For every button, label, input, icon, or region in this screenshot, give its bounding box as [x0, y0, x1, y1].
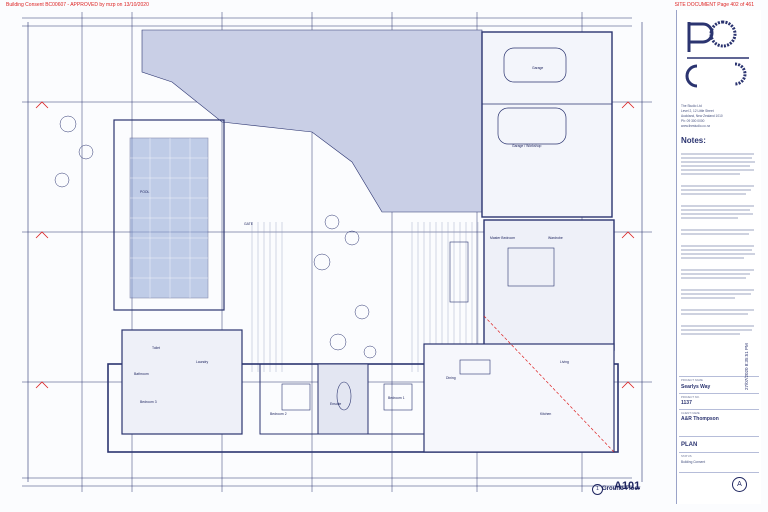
company-line-2: Level 2, 12 Little Street [681, 109, 714, 113]
room-label-garage-workshop: Garage / Workshop [512, 144, 542, 148]
company-line-5: www.thestudio.co.nz [681, 124, 711, 128]
site-document-stamp: SITE DOCUMENT Page 402 of 461 [674, 2, 754, 8]
room-label-bedroom-3: Bedroom 3 [140, 400, 157, 404]
room-label-dining: Dining [446, 376, 456, 380]
room-label-master-bedroom: Master Bedroom [490, 236, 516, 240]
drawing-title: PLAN [681, 442, 698, 448]
notes-heading: Notes: [681, 136, 706, 145]
room-label-gate: GATE [244, 222, 253, 226]
room-label-wardrobe: Wardrobe [548, 236, 563, 240]
status-value: Building Consent [681, 460, 706, 464]
revision-marker: A [732, 477, 747, 492]
pac-logo-icon [685, 20, 749, 88]
title-block: The Studio Ltd Level 2, 12 Little Street… [676, 10, 761, 504]
room-label-pool: POOL [140, 190, 150, 194]
project-name-label: PROJECT NAME [681, 378, 703, 382]
project-number: 1137 [681, 400, 692, 406]
room-label-toilet: Toilet [152, 346, 160, 350]
drawing-number: A101 [614, 480, 641, 492]
room-label-garage: Garage [532, 66, 544, 70]
floor-label: Ground Floor [602, 486, 641, 492]
approval-stamp: Building Consent BC00607 - APPROVED by m… [6, 2, 149, 8]
client-label: CLIENT NAME [681, 411, 700, 415]
company-line-4: Ph: 09 300 0000 [681, 119, 705, 123]
status-label: STATUS [681, 454, 692, 458]
room-label-laundry: Laundry [196, 360, 209, 364]
room-label-living: Living [560, 360, 569, 364]
project-name: Searlys Way [681, 384, 711, 390]
floor-number-marker: 1 [592, 484, 603, 495]
client-name: A&R Thompson [681, 416, 719, 422]
room-label-bathroom: Bathroom [134, 372, 149, 376]
room-label-bedroom-2: Bedroom 2 [270, 412, 287, 416]
notes-text-block [681, 153, 755, 335]
company-line-1: The Studio Ltd [681, 104, 702, 108]
project-number-label: PROJECT NO. [681, 395, 700, 399]
room-label-bedroom-1: Bedroom 1 [388, 396, 405, 400]
floor-plan [22, 12, 652, 492]
room-label-ensuite: Ensuite [330, 402, 342, 406]
print-timestamp: 27/07/2020 8:35:51 PM [744, 343, 749, 390]
room-label-kitchen: Kitchen [540, 412, 552, 416]
company-line-3: Auckland, New Zealand 1010 [681, 114, 723, 118]
